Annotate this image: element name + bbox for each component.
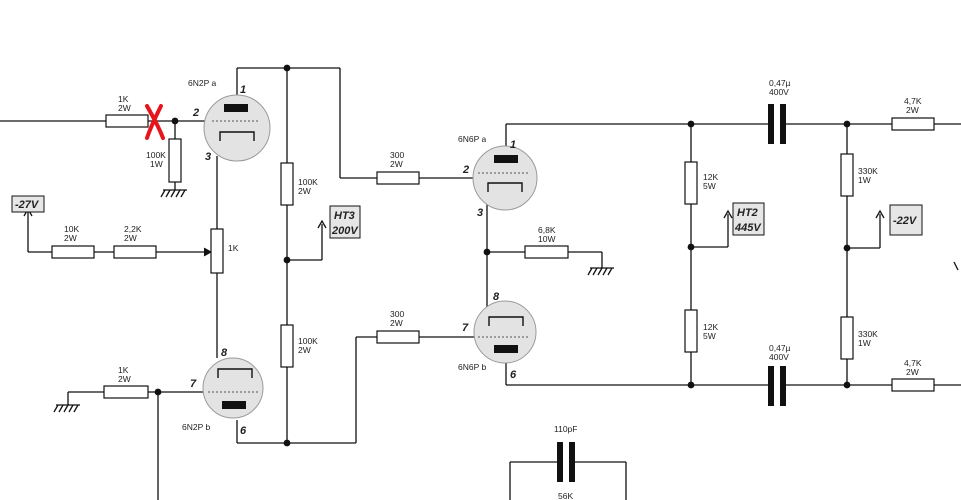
voltage-box-bias-out: -22V — [889, 204, 923, 236]
svg-text:2W: 2W — [298, 186, 311, 196]
resistor-r-bias-a: 10K 2W — [51, 224, 95, 259]
svg-text:2W: 2W — [390, 159, 403, 169]
resistor-r-out-bot: 4,7K 2W — [891, 358, 935, 392]
resistor-r-plate-bot: 12K 5W — [684, 309, 718, 353]
ground-symbol-input-bot — [53, 404, 80, 413]
resistor-r-stop-bot: 300 2W — [376, 309, 420, 344]
svg-text:6N2P a: 6N2P a — [188, 78, 216, 88]
svg-text:7: 7 — [462, 322, 469, 334]
resistor-r-in-top: 1K 2W — [105, 94, 149, 128]
svg-text:8: 8 — [493, 291, 500, 303]
ground-symbol-grid-leak — [160, 189, 187, 198]
svg-text:1: 1 — [240, 84, 246, 96]
svg-text:-22V: -22V — [893, 215, 918, 227]
resistor-r-plate-top: 12K 5W — [684, 161, 718, 205]
resistor-r-tail: 6,8K 10W — [524, 225, 569, 259]
resistor-r-out-top: 4,7K 2W — [891, 96, 935, 131]
svg-text:6N2P b: 6N2P b — [182, 422, 210, 432]
svg-text:100K: 100K — [298, 177, 318, 187]
svg-text:2W: 2W — [906, 105, 919, 115]
svg-text:2: 2 — [462, 164, 469, 176]
svg-text:200V: 200V — [331, 225, 359, 237]
svg-text:1K: 1K — [118, 365, 129, 375]
svg-text:1W: 1W — [858, 175, 871, 185]
svg-text:1W: 1W — [150, 159, 163, 169]
svg-text:-27V: -27V — [15, 199, 40, 211]
svg-text:1K: 1K — [118, 94, 129, 104]
capacitor-c-out-top: 0,47µ 400V — [768, 78, 791, 144]
wires — [0, 67, 961, 500]
svg-text:3: 3 — [477, 207, 483, 219]
resistor-r-stop-top: 300 2W — [376, 150, 420, 185]
svg-text:4,7K: 4,7K — [904, 96, 922, 106]
svg-text:100K: 100K — [146, 150, 166, 160]
svg-text:445V: 445V — [734, 222, 762, 234]
svg-text:8: 8 — [221, 347, 228, 359]
svg-text:2,2K: 2,2K — [124, 224, 142, 234]
resistor-r-out-leak-top: 330K 1W — [840, 153, 878, 197]
svg-text:2: 2 — [192, 107, 199, 119]
svg-text:4,7K: 4,7K — [904, 358, 922, 368]
svg-text:6N6P a: 6N6P a — [458, 134, 486, 144]
svg-text:10K: 10K — [64, 224, 79, 234]
resistor-r-out-leak-bot: 330K 1W — [840, 316, 878, 360]
removed-wire-cross-mark — [145, 104, 165, 140]
svg-text:3: 3 — [205, 151, 211, 163]
svg-text:2W: 2W — [390, 318, 403, 328]
svg-text:7: 7 — [190, 378, 197, 390]
tube-v1a: 6N2P a 1 2 3 — [188, 78, 271, 163]
capacitor-c-fb: 110pF — [554, 424, 577, 482]
svg-text:12K: 12K — [703, 172, 718, 182]
svg-text:1K: 1K — [228, 243, 239, 253]
svg-text:6: 6 — [240, 425, 247, 437]
resistor-r-bias-b: 2,2K 2W — [113, 224, 157, 259]
svg-text:5W: 5W — [703, 181, 716, 191]
svg-text:2W: 2W — [118, 103, 131, 113]
svg-text:1: 1 — [510, 139, 516, 151]
capacitor-c-out-bot: 0,47µ 400V — [768, 343, 791, 406]
tube-v2a: 6N6P a 1 2 3 — [458, 134, 538, 219]
tube-v2b: 6N6P b 6 7 8 — [458, 291, 537, 381]
svg-text:2W: 2W — [124, 233, 137, 243]
svg-text:330K: 330K — [858, 329, 878, 339]
svg-text:400V: 400V — [769, 352, 789, 362]
resistor-r-in-bot: 1K 2W — [103, 365, 149, 399]
voltage-box-ht3: HT3 200V — [329, 205, 361, 239]
svg-text:10W: 10W — [538, 234, 555, 244]
svg-text:300: 300 — [390, 309, 404, 319]
svg-text:110pF: 110pF — [554, 424, 577, 434]
svg-text:2W: 2W — [64, 233, 77, 243]
svg-text:400V: 400V — [769, 87, 789, 97]
svg-text:6,8K: 6,8K — [538, 225, 556, 235]
svg-text:2W: 2W — [906, 367, 919, 377]
svg-text:100K: 100K — [298, 336, 318, 346]
svg-text:6: 6 — [510, 369, 517, 381]
svg-text:HT3: HT3 — [334, 210, 355, 222]
svg-text:1W: 1W — [858, 338, 871, 348]
svg-text:56K: 56K — [558, 491, 573, 500]
voltage-box-ht2: HT2 445V — [732, 202, 765, 236]
voltage-box-bias-in: -27V — [11, 195, 45, 213]
svg-text:2W: 2W — [298, 345, 311, 355]
resistor-r-grid-leak: 100K 1W — [146, 138, 182, 183]
svg-text:5W: 5W — [703, 331, 716, 341]
svg-text:HT2: HT2 — [737, 207, 758, 219]
svg-text:0,47µ: 0,47µ — [769, 78, 791, 88]
svg-text:12K: 12K — [703, 322, 718, 332]
svg-text:6N6P b: 6N6P b — [458, 362, 486, 372]
svg-text:300: 300 — [390, 150, 404, 160]
resistor-r-load-top: 100K 2W — [280, 162, 318, 206]
resistor-r-load-bot: 100K 2W — [280, 324, 318, 368]
ground-symbol-tail — [587, 267, 614, 276]
resistor-r-fb: 56K — [558, 491, 573, 500]
svg-text:0,47µ: 0,47µ — [769, 343, 791, 353]
potentiometer-bias: 1K — [210, 228, 239, 274]
svg-text:330K: 330K — [858, 166, 878, 176]
junction-dots — [154, 64, 851, 447]
tube-v1b: 6N2P b 6 7 8 — [182, 347, 264, 437]
svg-text:2W: 2W — [118, 374, 131, 384]
